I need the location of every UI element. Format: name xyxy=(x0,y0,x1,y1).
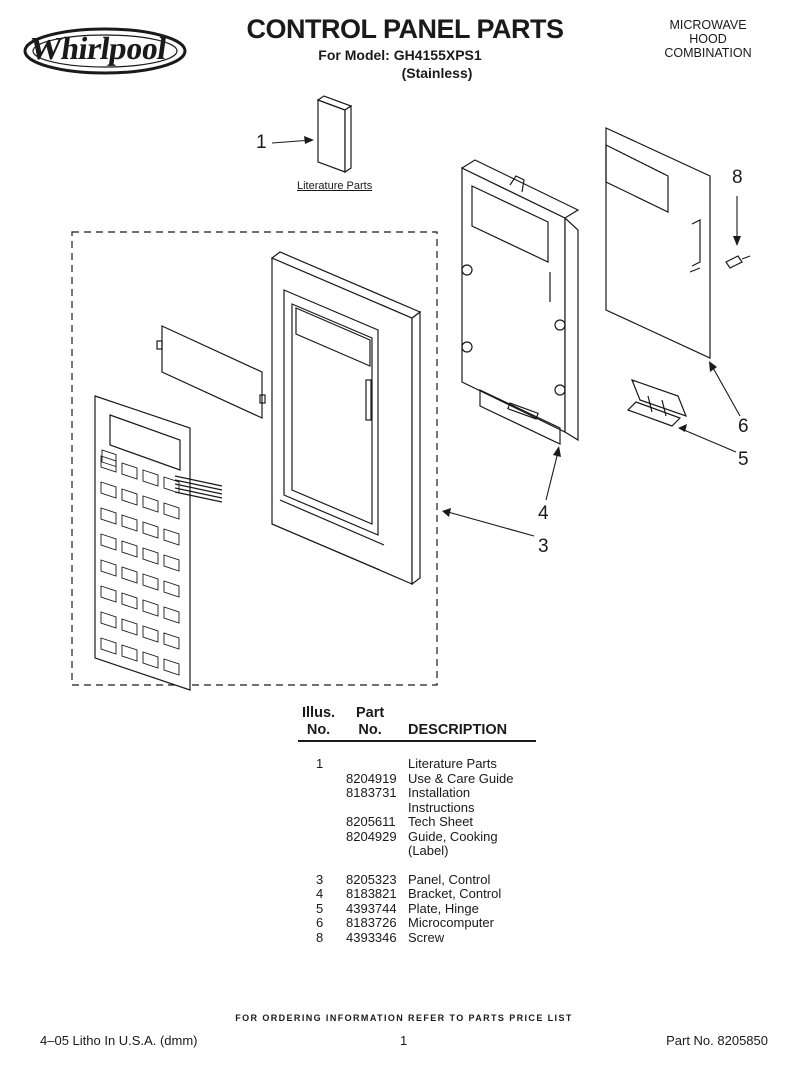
keypad-key xyxy=(163,528,180,546)
keypad-key xyxy=(142,521,159,539)
model-line: For Model: GH4155XPS1 xyxy=(318,47,482,63)
keypad-key xyxy=(121,462,138,480)
keypad-key xyxy=(142,469,159,487)
table-row: 8205611 Tech Sheet xyxy=(346,814,474,829)
table-row: 6 8183726 Microcomputer xyxy=(316,915,494,930)
page-title: CONTROL PANEL PARTS xyxy=(246,14,564,44)
keypad-key xyxy=(121,566,138,584)
whirlpool-logo xyxy=(23,27,187,75)
header-illus-no: Illus. No. xyxy=(302,705,336,738)
keypad-key xyxy=(163,606,180,624)
product-type-line-3: COMBINATION xyxy=(664,46,752,60)
control-panel-illustration xyxy=(270,251,422,586)
keypad-key xyxy=(100,559,117,577)
callout-5: 5 xyxy=(738,449,749,470)
keypad-key xyxy=(142,573,159,591)
callout-1: 1 xyxy=(256,132,267,153)
keypad-key xyxy=(121,644,138,662)
product-type: MICROWAVE HOOD COMBINATION xyxy=(648,18,768,60)
table-row: 4 8183821 Bracket, Control xyxy=(316,886,502,901)
keypad-key xyxy=(100,637,117,655)
keypad-key xyxy=(100,455,117,473)
document-part-number: Part No. 8205850 xyxy=(666,1033,768,1048)
table-row: 3 8205323 Panel, Control xyxy=(316,871,491,887)
callout-6: 6 xyxy=(738,416,749,437)
keypad-key xyxy=(163,632,180,650)
finish-line: (Stainless) xyxy=(401,65,473,81)
microcomputer-illustration xyxy=(605,127,711,359)
keypad-key xyxy=(163,554,180,572)
keypad-key xyxy=(100,533,117,551)
keypad-key xyxy=(100,611,117,629)
keypad-key xyxy=(142,599,159,617)
table-row: 5 4393744 Plate, Hinge xyxy=(316,900,479,916)
callout-3: 3 xyxy=(538,536,549,557)
hinge-plate-illustration xyxy=(626,379,688,427)
keypad-key xyxy=(121,540,138,558)
callout-4: 4 xyxy=(538,503,549,524)
keypad-key xyxy=(163,502,180,520)
keypad-overlay-illustration xyxy=(94,395,223,691)
product-type-line-2: HOOD xyxy=(689,32,727,46)
litho-note: 4–05 Litho In U.S.A. (dmm) xyxy=(40,1033,198,1048)
keypad-key xyxy=(121,618,138,636)
product-type-line-1: MICROWAVE xyxy=(669,18,747,32)
table-rows: 1 Literature Parts 8204919 Use & Care Gu… xyxy=(298,756,538,945)
model-subtitle: For Model: GH4155XPS1 (Stainless) xyxy=(250,46,550,82)
page-number: 1 xyxy=(400,1033,408,1048)
table-row: 8183731 Installation Instructions xyxy=(346,785,475,815)
table-row: 8204919 Use & Care Guide xyxy=(346,770,514,786)
table-row: 8 4393346 Screw xyxy=(316,929,445,945)
keypad-key xyxy=(121,488,138,506)
keypad-key xyxy=(100,507,117,525)
literature-booklet-illustration xyxy=(316,95,353,174)
table-header: Illus. No. Part No. DESCRIPTION xyxy=(298,705,538,742)
header-description: DESCRIPTION xyxy=(408,722,508,738)
callout-8: 8 xyxy=(732,167,743,188)
parts-table: Illus. No. Part No. DESCRIPTION 1 Litera… xyxy=(298,705,538,945)
header-part-no: Part No. xyxy=(356,705,385,738)
header-rule xyxy=(298,740,536,742)
keypad-key xyxy=(121,514,138,532)
ordering-note: FOR ORDERING INFORMATION REFER TO PARTS … xyxy=(235,1013,573,1023)
keypad-key xyxy=(142,495,159,513)
screw-illustration xyxy=(725,255,751,269)
keypad-key xyxy=(100,481,117,499)
display-window-illustration xyxy=(156,325,266,419)
table-row: 1 Literature Parts xyxy=(316,756,497,771)
control-bracket-illustration xyxy=(460,159,580,445)
keypad-key xyxy=(100,585,117,603)
literature-parts-label: Literature Parts xyxy=(297,180,373,192)
keypad-key xyxy=(163,580,180,598)
keypad-key xyxy=(163,658,180,676)
keypad-key xyxy=(121,592,138,610)
keypad-key xyxy=(142,547,159,565)
keypad-key xyxy=(142,625,159,643)
table-row: 8204929 Guide, Cooking (Label) xyxy=(346,828,498,858)
keypad-key xyxy=(142,651,159,669)
assembly-group-box xyxy=(71,231,438,686)
parts-diagram xyxy=(71,95,751,691)
